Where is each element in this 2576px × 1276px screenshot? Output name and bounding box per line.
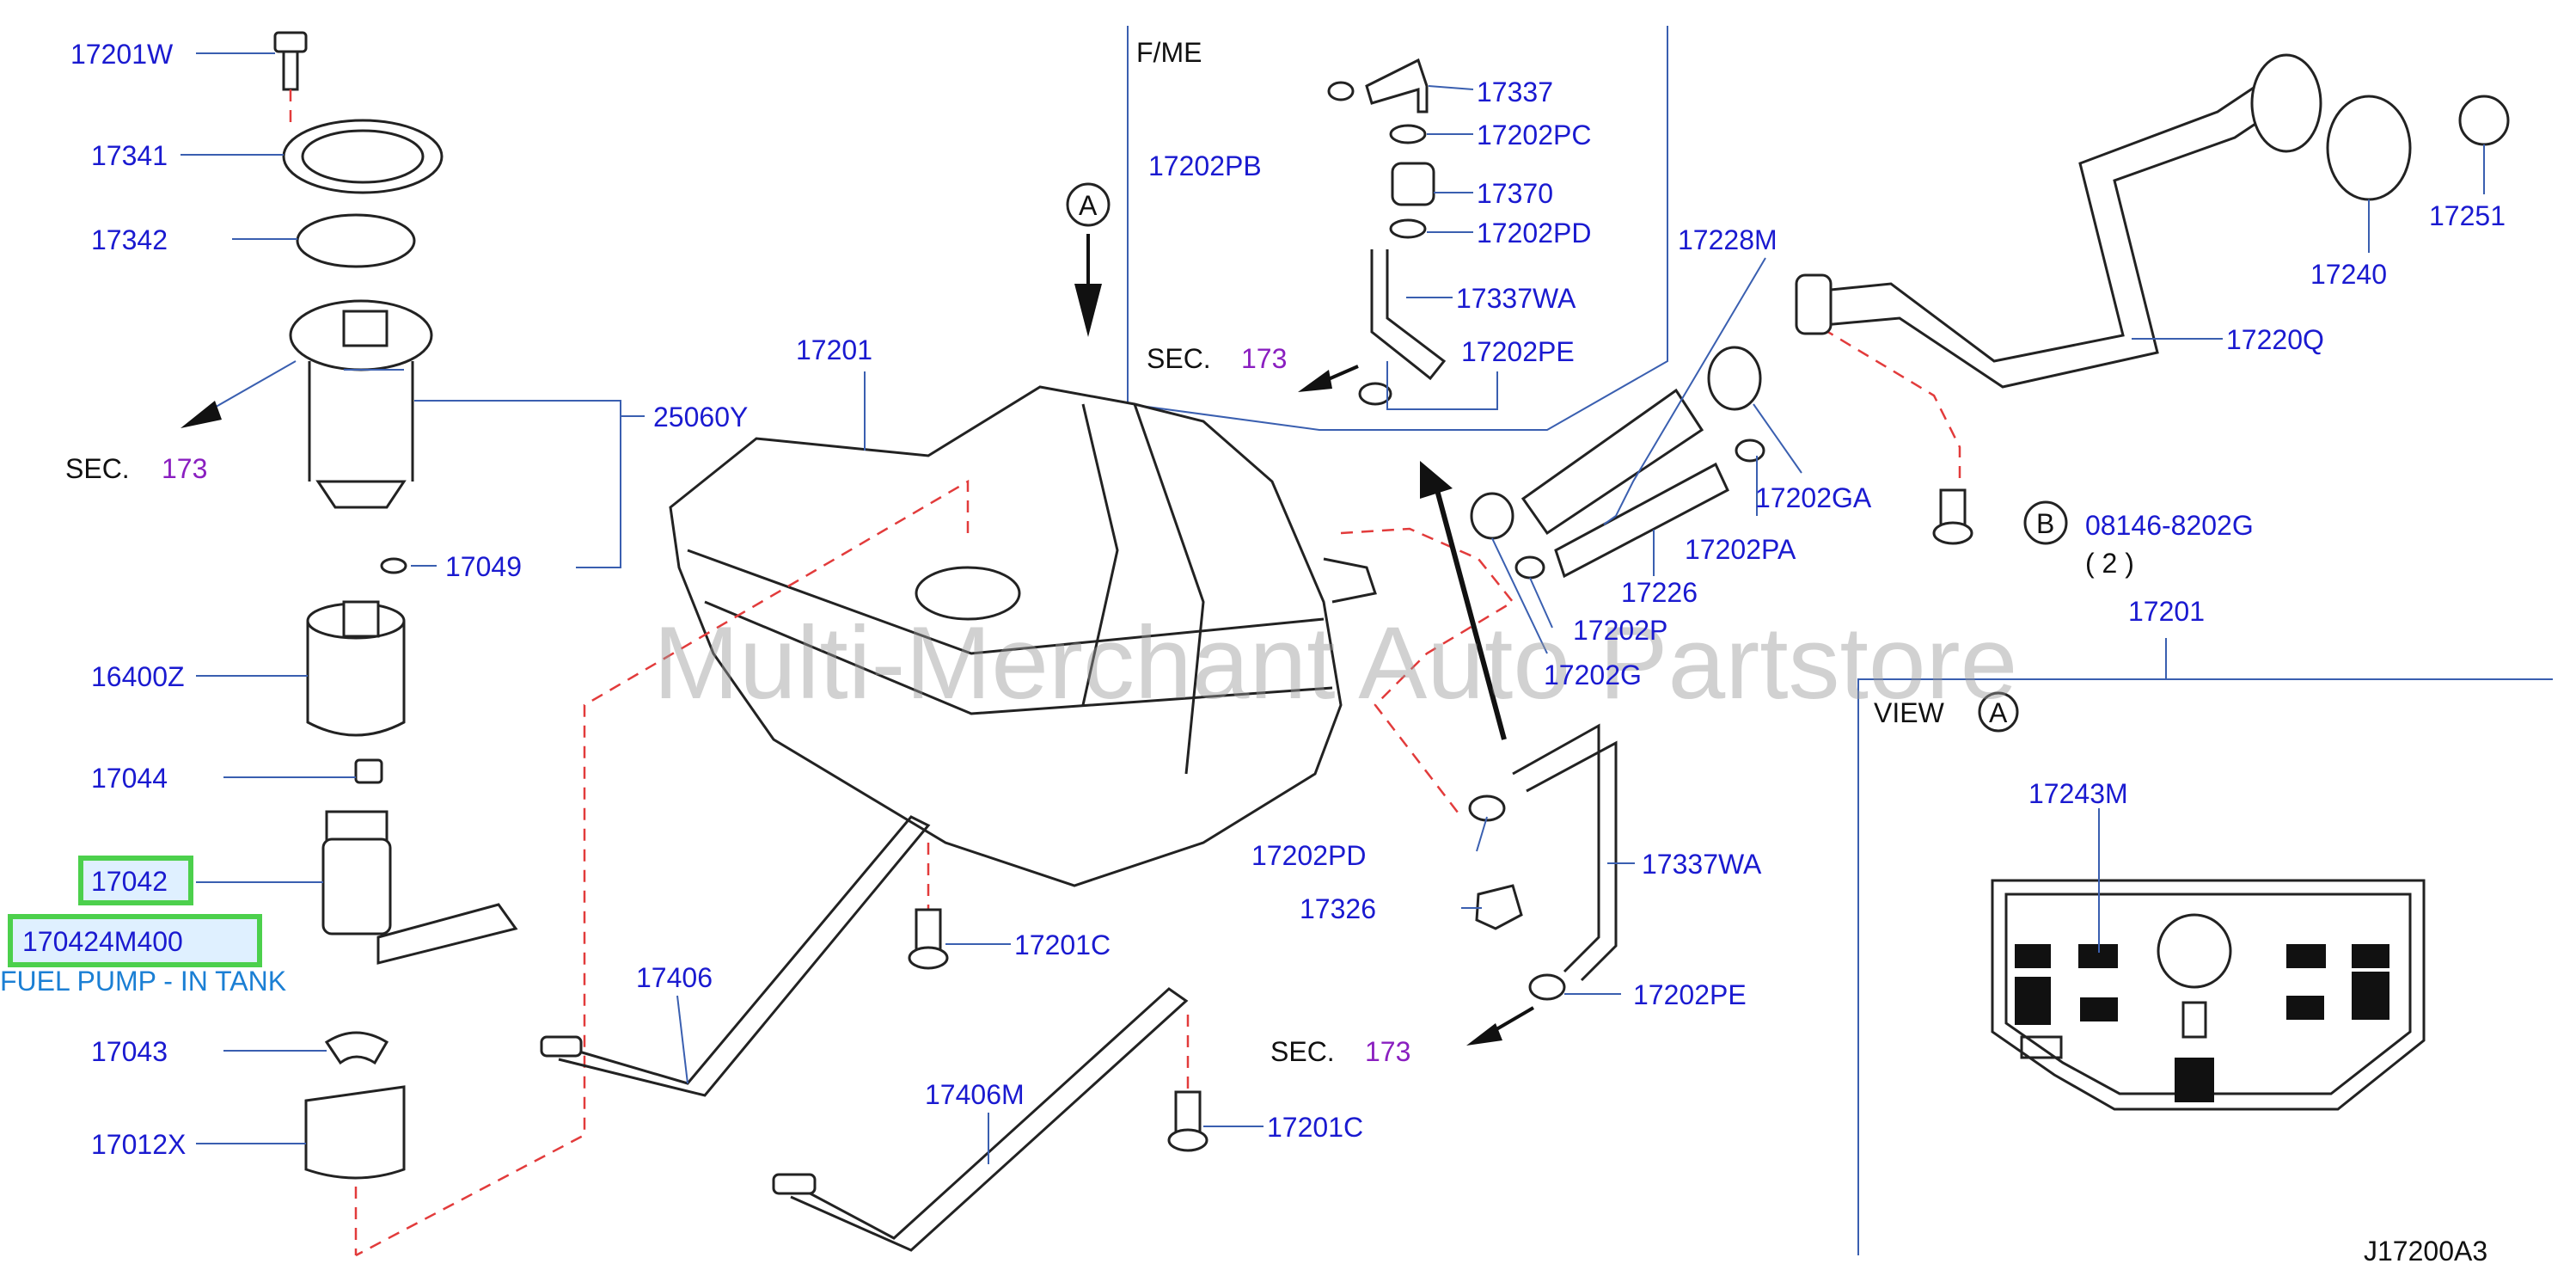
arrow-letter: A: [1079, 190, 1098, 221]
tank-ref-dash: [355, 479, 970, 1257]
watermark: Multi-Merchant Auto Partstore: [653, 605, 2017, 721]
holder-17012X: [304, 1085, 406, 1255]
lock-ring-17341: [282, 119, 444, 194]
view-direction-arrow: A: [1066, 182, 1111, 337]
fuel-pump-assembly: [181, 31, 518, 1255]
inset-pointer-arrow: [1420, 461, 1507, 740]
clip-17043: [324, 1031, 389, 1065]
label-17201C-a[interactable]: 17201C: [1014, 929, 1111, 960]
part-labels: 17201W 17341 17342 25060Y 17049 16400Z 1…: [0, 39, 2506, 1160]
label-17342[interactable]: 17342: [91, 224, 168, 255]
label-17202PD-a[interactable]: 17202PD: [1477, 218, 1591, 248]
strap-17406: [540, 815, 931, 1097]
view-label: VIEW: [1874, 697, 1945, 728]
gasket-17342: [296, 213, 416, 268]
view-a-frame: VIEW A: [1857, 638, 2553, 1255]
label-17202G[interactable]: 17202G: [1544, 659, 1642, 690]
hose-ref-dash: [1340, 527, 1514, 818]
label-17228M[interactable]: 17228M: [1678, 224, 1778, 255]
screw-17201W: [273, 31, 308, 91]
highlight-17042[interactable]: [78, 856, 193, 905]
bolt-letter: B: [2036, 508, 2054, 539]
sec-ref-inset[interactable]: SEC. 173: [1147, 343, 1287, 374]
label-17201W[interactable]: 17201W: [70, 39, 174, 70]
label-25060Y[interactable]: 25060Y: [653, 402, 748, 432]
label-17240[interactable]: 17240: [2310, 259, 2387, 290]
label-16400Z[interactable]: 16400Z: [91, 661, 185, 692]
inset-parts: [1298, 58, 1447, 406]
label-17243M[interactable]: 17243M: [2028, 778, 2128, 809]
label-17201C-b[interactable]: 17201C: [1267, 1112, 1363, 1143]
label-17202PA[interactable]: 17202PA: [1685, 534, 1796, 565]
sec-number-lower[interactable]: 173: [1365, 1036, 1410, 1067]
label-08146-8202G[interactable]: 08146-8202G: [2085, 510, 2254, 541]
tank-bottom-view: [1991, 879, 2426, 1111]
sec-prefix-inset: SEC.: [1147, 343, 1211, 374]
sec-ref-lower[interactable]: SEC. 173: [1270, 1036, 1410, 1067]
bolt-17201C-a: [908, 908, 949, 970]
inset-fme: F/ME: [1127, 26, 1668, 431]
strap-17406M: [772, 987, 1189, 1252]
label-17202GA[interactable]: 17202GA: [1755, 482, 1872, 513]
filter-16400Z: [306, 600, 406, 737]
label-17337[interactable]: 17337: [1477, 77, 1553, 107]
label-17226[interactable]: 17226: [1621, 577, 1698, 608]
leader-lines: [181, 52, 2485, 1164]
label-17406M[interactable]: 17406M: [925, 1079, 1025, 1110]
label-17251[interactable]: 17251: [2429, 200, 2506, 231]
label-17337WA-b[interactable]: 17337WA: [1642, 849, 1762, 880]
label-170424M400[interactable]: 170424M400: [22, 926, 183, 957]
label-17337WA-a[interactable]: 17337WA: [1456, 283, 1576, 314]
view-letter-circle: [1978, 691, 2019, 733]
label-17201-tank[interactable]: 17201: [796, 334, 872, 365]
sec-number-inset[interactable]: 173: [1241, 343, 1287, 374]
oring-17049: [380, 557, 407, 574]
bolt-17201C-b: [1167, 1090, 1208, 1152]
sec-number-left[interactable]: 173: [162, 453, 207, 484]
highlight-170424M400[interactable]: [8, 914, 262, 967]
filler-hoses: [1470, 346, 1765, 580]
diagram-code: J17200A3: [2364, 1236, 2487, 1267]
inset-label: F/ME: [1136, 37, 1202, 68]
label-17370[interactable]: 17370: [1477, 178, 1553, 209]
label-17042[interactable]: 17042: [91, 866, 168, 897]
label-17012X[interactable]: 17012X: [91, 1129, 186, 1160]
label-fuel-pump-caption: FUEL PUMP - IN TANK: [0, 966, 286, 997]
label-17326[interactable]: 17326: [1300, 893, 1376, 924]
label-17220Q[interactable]: 17220Q: [2226, 324, 2324, 355]
label-17043[interactable]: 17043: [91, 1036, 168, 1067]
sec-ref-left[interactable]: SEC. 173: [65, 453, 207, 484]
label-17049[interactable]: 17049: [445, 551, 522, 582]
fuel-tank-17201: [669, 385, 1377, 887]
label-17202P[interactable]: 17202P: [1573, 615, 1667, 646]
label-17202PE-b[interactable]: 17202PE: [1633, 979, 1747, 1010]
view-letter: A: [1989, 697, 2008, 728]
label-17341[interactable]: 17341: [91, 140, 168, 171]
vapor-line-assembly: [1466, 723, 1618, 1046]
label-17202PE-a[interactable]: 17202PE: [1461, 336, 1575, 367]
label-17201-view[interactable]: 17201: [2128, 596, 2205, 627]
pump-module-25060Y: [289, 299, 433, 509]
sec-prefix-lower: SEC.: [1270, 1036, 1335, 1067]
label-17044[interactable]: 17044: [91, 763, 168, 794]
bolt-08146-8202G: B: [1932, 488, 2068, 545]
filler-neck-17220Q: [1795, 53, 2510, 389]
label-17202PC[interactable]: 17202PC: [1477, 120, 1591, 150]
label-17202PD-b[interactable]: 17202PD: [1251, 840, 1366, 871]
sec-prefix-left: SEC.: [65, 453, 130, 484]
label-17406[interactable]: 17406: [636, 962, 713, 993]
label-17202PB[interactable]: 17202PB: [1148, 150, 1262, 181]
screen-17044: [354, 758, 383, 784]
pump-17042: [321, 810, 518, 965]
label-bolt-qty: ( 2 ): [2085, 548, 2134, 579]
